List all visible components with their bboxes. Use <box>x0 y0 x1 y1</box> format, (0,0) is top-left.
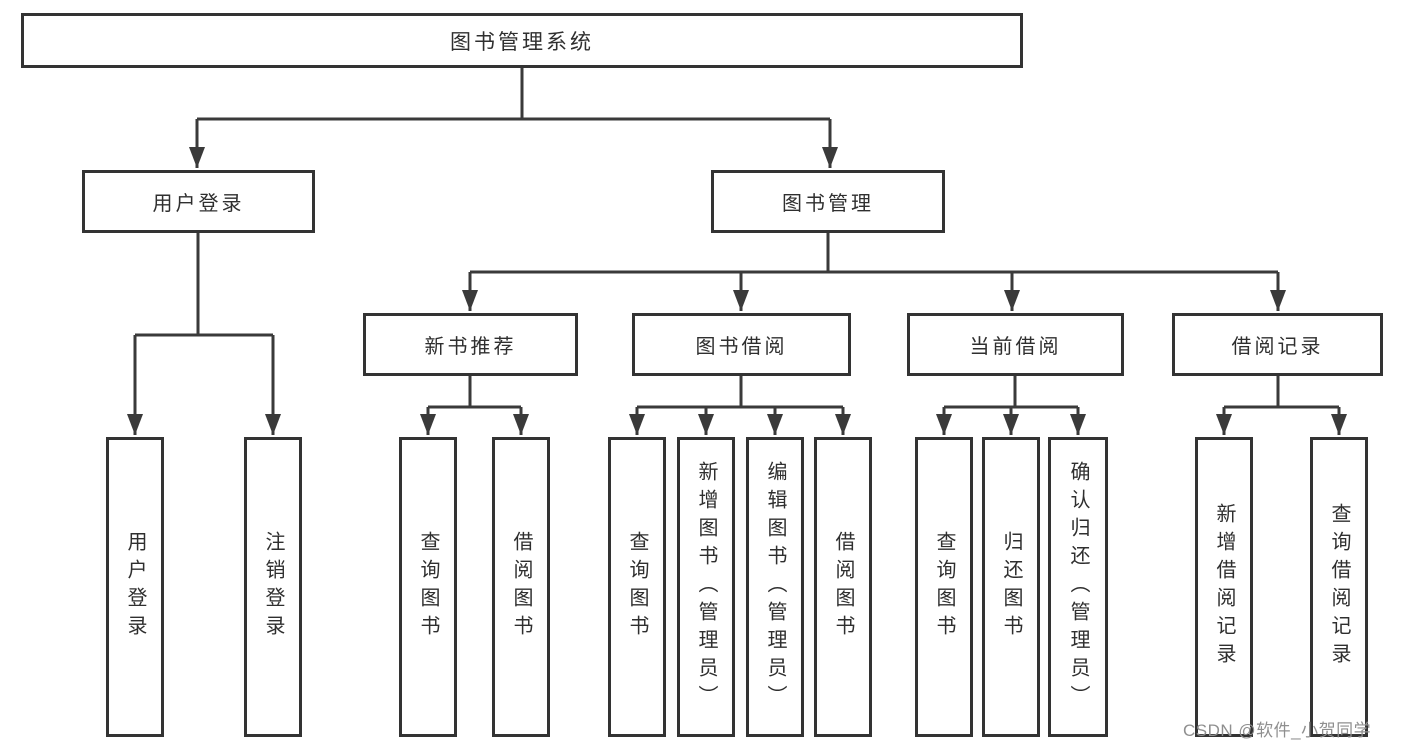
leaf-query-book-borrow: 查询图书 <box>608 437 666 737</box>
node-user-login: 用户登录 <box>82 170 315 233</box>
leaf-query-borrow-record: 查询借阅记录 <box>1310 437 1368 737</box>
node-current-borrow: 当前借阅 <box>907 313 1124 376</box>
leaf-query-book-recommend: 查询图书 <box>399 437 457 737</box>
node-book-borrow: 图书借阅 <box>632 313 851 376</box>
node-book-management: 图书管理 <box>711 170 945 233</box>
leaf-confirm-return-admin: 确认归还（管理员） <box>1048 437 1108 737</box>
node-new-book-recommend: 新书推荐 <box>363 313 578 376</box>
leaf-edit-book-admin: 编辑图书（管理员） <box>746 437 804 737</box>
node-root: 图书管理系统 <box>21 13 1023 68</box>
leaf-user-login: 用户登录 <box>106 437 164 737</box>
leaf-return-book: 归还图书 <box>982 437 1040 737</box>
leaf-add-book-admin: 新增图书（管理员） <box>677 437 735 737</box>
csdn-watermark: CSDN @软件_小贺同学 <box>1183 721 1372 740</box>
leaf-borrow-book-recommend: 借阅图书 <box>492 437 550 737</box>
node-borrow-records: 借阅记录 <box>1172 313 1383 376</box>
leaf-query-book-current: 查询图书 <box>915 437 973 737</box>
leaf-logout: 注销登录 <box>244 437 302 737</box>
leaf-borrow-book: 借阅图书 <box>814 437 872 737</box>
leaf-add-borrow-record: 新增借阅记录 <box>1195 437 1253 737</box>
